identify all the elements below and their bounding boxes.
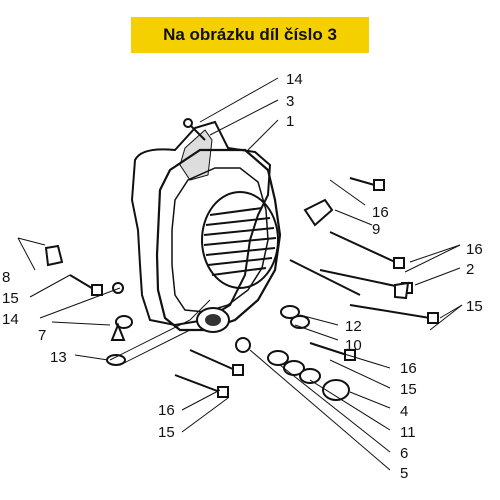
title-text: Na obrázku díl číslo 3 bbox=[163, 25, 337, 44]
label-7: 7 bbox=[38, 327, 46, 344]
title-banner: Na obrázku díl číslo 3 bbox=[131, 17, 369, 53]
gasket bbox=[130, 120, 272, 327]
label-16-b: 16 bbox=[466, 241, 483, 258]
label-9: 9 bbox=[372, 221, 380, 238]
label-1: 1 bbox=[286, 113, 294, 130]
label-16-c: 16 bbox=[400, 360, 417, 377]
label-4: 4 bbox=[400, 403, 408, 420]
vent-grille bbox=[201, 191, 279, 289]
bolts bbox=[69, 118, 439, 398]
label-15-d: 15 bbox=[158, 424, 175, 441]
crankcase-cover bbox=[155, 148, 282, 332]
gasket-dotted bbox=[179, 129, 213, 181]
label-6: 6 bbox=[400, 445, 408, 462]
part-labels: 14 3 1 16 9 16 2 15 8 15 14 12 10 7 13 1… bbox=[2, 71, 483, 482]
label-14-b: 14 bbox=[2, 311, 19, 328]
label-15-c: 15 bbox=[400, 381, 417, 398]
label-10: 10 bbox=[345, 337, 362, 354]
leader-lines bbox=[17, 77, 463, 471]
label-15-a: 15 bbox=[466, 298, 483, 315]
label-13: 13 bbox=[50, 349, 67, 366]
label-16-a: 16 bbox=[372, 204, 389, 221]
label-16-d: 16 bbox=[158, 402, 175, 419]
label-8: 8 bbox=[2, 269, 10, 286]
cover-inner bbox=[171, 167, 269, 313]
small-parts bbox=[44, 198, 410, 401]
label-3: 3 bbox=[286, 93, 294, 110]
label-11: 11 bbox=[400, 424, 416, 441]
label-2: 2 bbox=[466, 261, 474, 278]
label-12: 12 bbox=[345, 318, 362, 335]
label-14: 14 bbox=[286, 71, 303, 88]
label-5: 5 bbox=[400, 465, 408, 482]
label-15-b: 15 bbox=[2, 290, 19, 307]
